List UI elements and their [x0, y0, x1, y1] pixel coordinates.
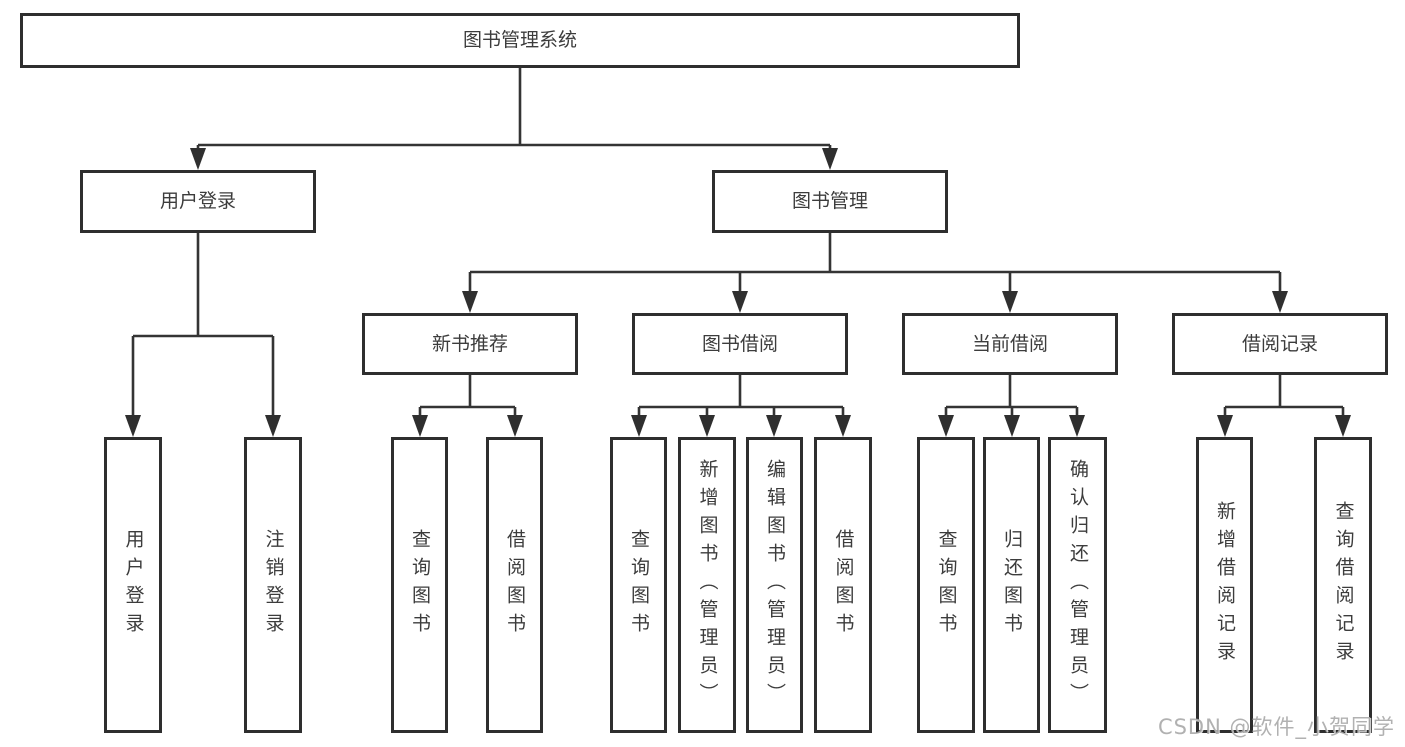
node-borrowing-records: 借阅记录 — [1172, 313, 1388, 375]
node-return-books: 归还图书 — [983, 437, 1040, 733]
arrow-down-icon — [732, 291, 748, 313]
connector-user-login — [131, 233, 275, 417]
arrow-down-icon — [631, 415, 647, 437]
arrow-down-icon — [1069, 415, 1085, 437]
node-query-books-1: 查询图书 — [391, 437, 448, 733]
arrow-down-icon — [1004, 415, 1020, 437]
node-user-login-leaf: 用户登录 — [104, 437, 162, 733]
connector-root — [196, 68, 832, 152]
node-borrow-books-1: 借阅图书 — [486, 437, 543, 733]
node-book-borrowing: 图书借阅 — [632, 313, 848, 375]
arrow-down-icon — [1002, 291, 1018, 313]
arrow-down-icon — [412, 415, 428, 437]
connector-book-borrow — [637, 375, 845, 417]
node-root: 图书管理系统 — [20, 13, 1020, 68]
arrow-down-icon — [766, 415, 782, 437]
connector-new-book — [418, 375, 517, 417]
arrow-down-icon — [190, 148, 206, 170]
node-book-management: 图书管理 — [712, 170, 948, 233]
arrow-down-icon — [462, 291, 478, 313]
arrow-down-icon — [1217, 415, 1233, 437]
arrow-down-icon — [1272, 291, 1288, 313]
connector-borrow-record — [1223, 375, 1345, 417]
node-query-borrow-record: 查询借阅记录 — [1314, 437, 1372, 733]
arrow-down-icon — [125, 415, 141, 437]
arrow-down-icon — [835, 415, 851, 437]
arrow-down-icon — [822, 148, 838, 170]
node-query-books-2: 查询图书 — [610, 437, 667, 733]
connector-book-mgmt — [468, 233, 1282, 293]
node-user-login: 用户登录 — [80, 170, 316, 233]
node-add-borrow-record: 新增借阅记录 — [1196, 437, 1253, 733]
node-edit-books-admin: 编辑图书（管理员） — [746, 437, 803, 733]
connector-current-borrow — [944, 375, 1079, 417]
node-query-books-3: 查询图书 — [917, 437, 975, 733]
node-new-book-recommend: 新书推荐 — [362, 313, 578, 375]
arrow-down-icon — [265, 415, 281, 437]
node-logout-leaf: 注销登录 — [244, 437, 302, 733]
node-confirm-return-admin: 确认归还（管理员） — [1048, 437, 1107, 733]
node-borrow-books-2: 借阅图书 — [814, 437, 872, 733]
arrow-down-icon — [938, 415, 954, 437]
arrow-down-icon — [1335, 415, 1351, 437]
arrow-down-icon — [507, 415, 523, 437]
node-add-books-admin: 新增图书（管理员） — [678, 437, 736, 733]
csdn-watermark: CSDN @软件_小贺同学 — [1157, 715, 1395, 739]
node-current-borrowing: 当前借阅 — [902, 313, 1118, 375]
arrow-down-icon — [699, 415, 715, 437]
